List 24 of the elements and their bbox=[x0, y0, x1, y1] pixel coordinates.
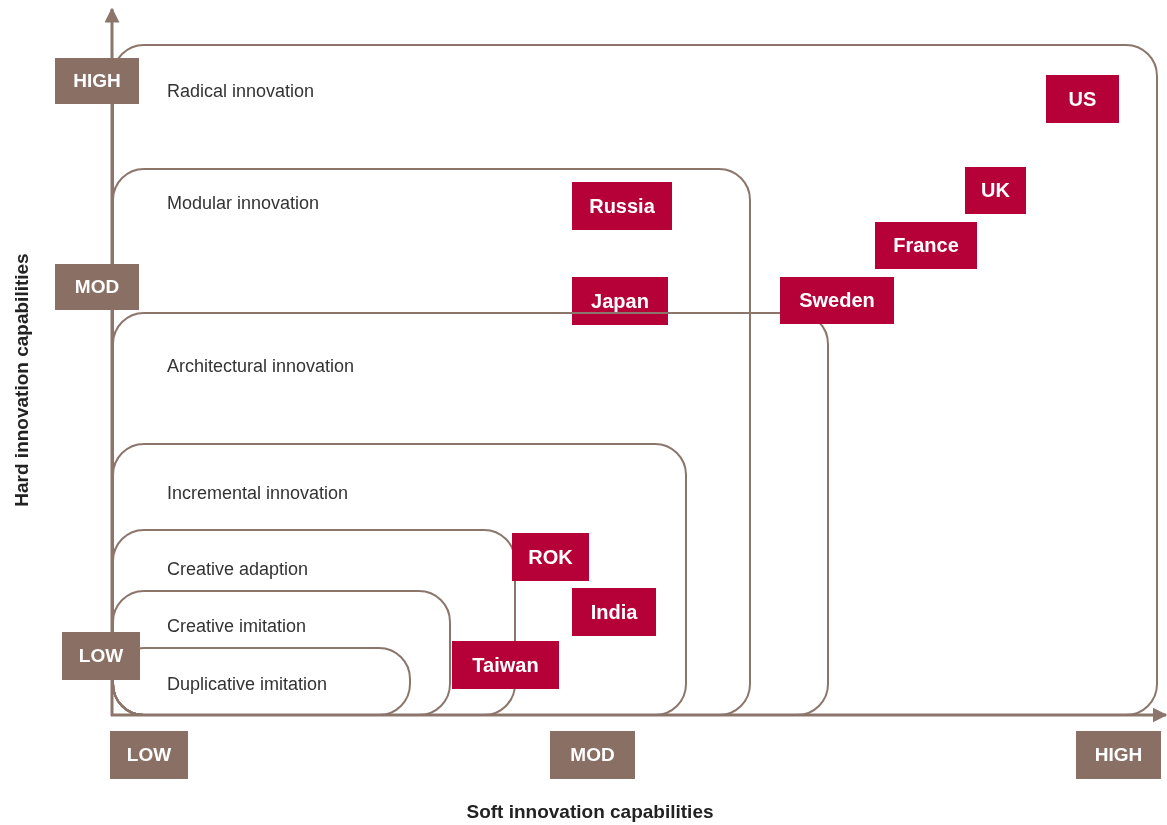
axis-tick-label: LOW bbox=[110, 731, 188, 779]
country-badge: Japan bbox=[572, 277, 668, 325]
axis-tick-label: MOD bbox=[550, 731, 635, 779]
region-label: Modular innovation bbox=[167, 192, 320, 214]
axis-tick-label: HIGH bbox=[1076, 731, 1161, 779]
region-label: Creative imitation bbox=[167, 615, 307, 637]
country-badge: US bbox=[1046, 75, 1119, 123]
region-label: Incremental innovation bbox=[167, 482, 349, 504]
region-label: Duplicative imitation bbox=[167, 673, 328, 695]
axis-title: Soft innovation capabilities bbox=[466, 801, 714, 823]
axis-tick-label: LOW bbox=[62, 632, 140, 680]
country-badge: UK bbox=[965, 167, 1026, 214]
country-badge: France bbox=[875, 222, 977, 269]
axis-title: Hard innovation capabilities bbox=[11, 253, 33, 507]
region-label: Radical innovation bbox=[167, 80, 315, 102]
axis-tick-label: MOD bbox=[55, 264, 139, 310]
region-label: Creative adaption bbox=[167, 558, 309, 580]
axis-tick-label: HIGH bbox=[55, 58, 139, 104]
region-label: Architectural innovation bbox=[167, 355, 355, 377]
country-badge: India bbox=[572, 588, 656, 636]
country-badge: ROK bbox=[512, 533, 589, 581]
country-badge: Sweden bbox=[780, 277, 894, 324]
country-badge: Russia bbox=[572, 182, 672, 230]
country-badge: Taiwan bbox=[452, 641, 559, 689]
